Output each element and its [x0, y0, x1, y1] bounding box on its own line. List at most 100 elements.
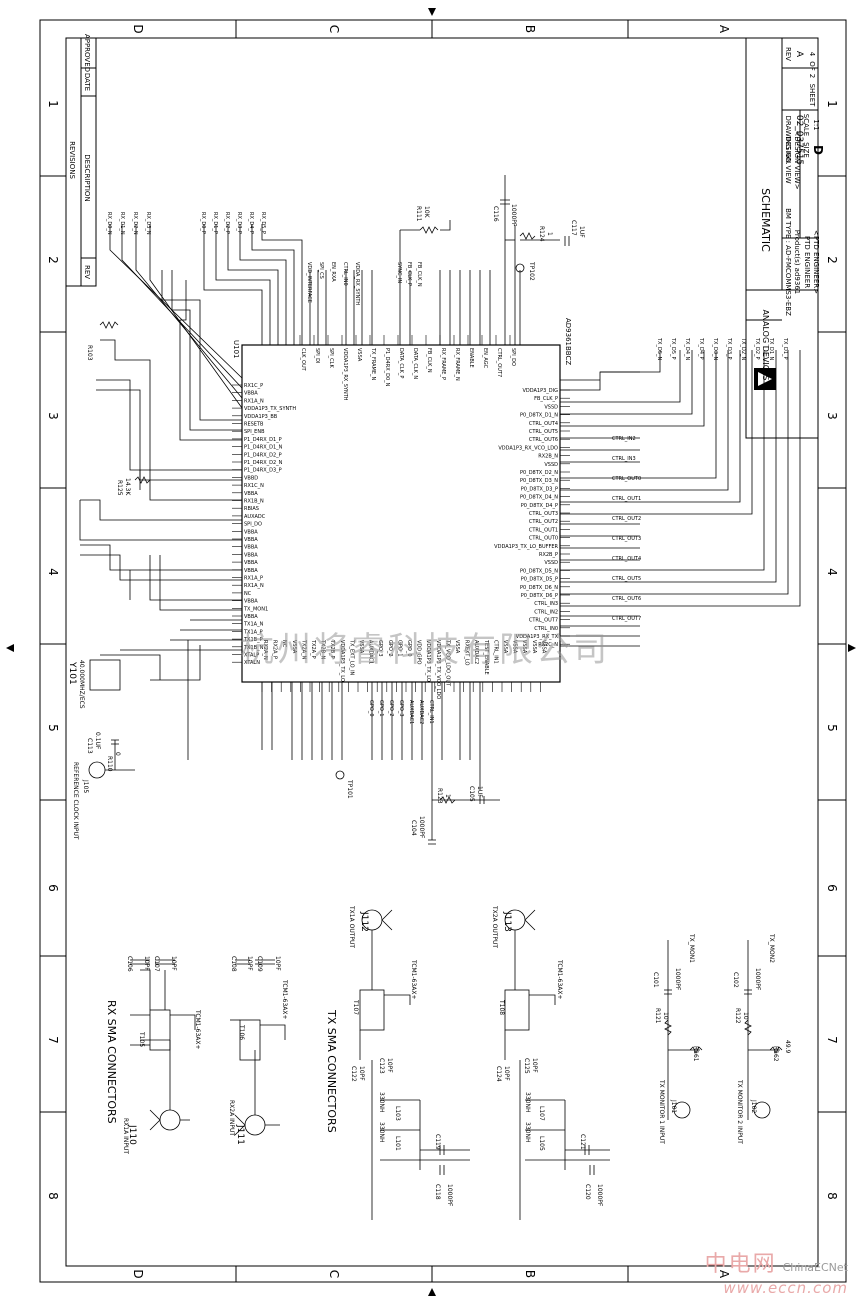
- j102-ref: J102: [750, 1099, 757, 1113]
- pin-label-top: ENABLE: [468, 348, 474, 368]
- r110-val: 0: [114, 752, 121, 756]
- net-label: TX_D1_P: [782, 337, 788, 360]
- net-label: GPO_1: [378, 700, 384, 717]
- zone-left-8: 8: [46, 1192, 60, 1200]
- c118-ref: C118: [434, 1184, 441, 1200]
- pin-label-left: VDDA1P3_BB: [244, 414, 278, 420]
- pin-label-top: SPI_CLK: [328, 348, 334, 368]
- net-label: TX_D4_P: [698, 337, 704, 360]
- pin-label-right: P0_D8TX_D6_N: [520, 585, 558, 591]
- net-label: RX_D2_P: [224, 212, 230, 234]
- j105-ref: J105: [82, 779, 89, 793]
- pin-label-top: SPI_DI: [314, 348, 320, 364]
- tb-size-val: D: [811, 145, 825, 155]
- pin-label-bottom: VSSA: [521, 640, 527, 654]
- description-col: DESCRIPTION: [83, 154, 91, 201]
- net-label: EN_RXA: [330, 262, 336, 282]
- ref-clock-label: REFERENCE CLOCK INPUT: [72, 762, 79, 840]
- zone-top-a: A: [717, 25, 731, 34]
- c123-ref: C123: [378, 1058, 385, 1074]
- pin-label-left: P1_D4RX_D2_N: [244, 460, 283, 466]
- net-label: CTRL_OUT3: [612, 536, 641, 542]
- zone-bot-b: B: [523, 1270, 537, 1278]
- pin-label-bottom: VSSA: [358, 640, 364, 654]
- rev-col: REV: [83, 265, 91, 279]
- rx-cap-val-1: 10PF: [143, 956, 150, 971]
- c101-ref: C101: [652, 972, 659, 988]
- site-logo-en: ChinaECNet: [782, 1261, 848, 1274]
- pin-label-bottom: TEST_ENABLE: [483, 639, 489, 675]
- pin-label-right: CTRL_OUT5: [529, 429, 558, 435]
- pin-label-left: NC: [244, 591, 252, 597]
- net-label: CTRL_OUT2: [612, 516, 641, 522]
- net-label: TX_D3_N: [712, 337, 718, 361]
- pin-label-right: CTRL_OUT7: [529, 618, 558, 624]
- zone-top-c: C: [327, 25, 341, 33]
- net-label: VDD_INTERFACE: [306, 262, 312, 303]
- pin-label-left: TX_MON1: [243, 606, 268, 612]
- tb-size-label: SIZE: [802, 142, 810, 158]
- pin-label-bottom: VSSA: [531, 640, 537, 654]
- net-label: CTRL_OUT7: [612, 616, 641, 622]
- r122-val: 10: [742, 1012, 749, 1020]
- r162-val: 49.9: [784, 1040, 791, 1054]
- c116-ref: C116: [492, 206, 499, 222]
- tp101-ref: TP101: [346, 779, 353, 799]
- l105-ref: L105: [538, 1136, 545, 1151]
- pin-label-left: TX1B_P: [243, 637, 263, 643]
- net-label: TX_D5_N: [656, 337, 662, 361]
- y101-val: 40.000MHZ/ECS: [78, 660, 85, 709]
- pin-label-left: P1_D4RX_D1_P: [244, 437, 282, 443]
- pin-label-top: RX_FRAME_P: [440, 348, 446, 380]
- rx-cap-val-4: 10PF: [274, 956, 281, 971]
- zone-right-6: 6: [825, 884, 839, 892]
- c116-val: 1000PF: [510, 204, 517, 227]
- pin-label-right: CTRL_IN2: [534, 609, 558, 615]
- j111-label: RX2A INPUT: [228, 1100, 235, 1136]
- pin-label-right: VDDA1P3_DIG: [522, 388, 558, 394]
- pin-label-left: VBBA: [244, 552, 258, 558]
- pin-label-left: VBBA: [244, 560, 258, 566]
- pin-label-right: P0_D8TX_D2_N: [520, 470, 558, 476]
- tb-design-view-val: <DESIGN VIEW>: [793, 130, 801, 189]
- pin-label-bottom: AUXDAC2: [473, 640, 479, 664]
- r121-val: 10: [662, 1012, 669, 1020]
- pin-label-top: TX_FRAME_N: [370, 347, 376, 381]
- pin-label-right: CTRL_OUT4: [529, 421, 558, 427]
- c109-ref: C109: [256, 956, 263, 972]
- r123-ref: R123: [436, 788, 443, 804]
- tb-bm-type: BM TYPE : AD-FMCOMMS3-EBZ: [784, 208, 792, 316]
- tb-rev-label: REV: [784, 47, 792, 61]
- ic-u101-body: [241, 344, 561, 683]
- pin-label-right: VSSD: [544, 404, 558, 410]
- c117-ref: C117: [570, 220, 577, 236]
- t107-balun: TCM1-63AX+: [410, 959, 417, 1000]
- tx-mon2-label: TX MONITOR 2 INPUT: [736, 1079, 743, 1144]
- pin-label-bottom: GPO_2: [387, 640, 393, 657]
- tb-title: SCHEMATIC: [759, 188, 772, 252]
- pin-label-bottom: TX_EXT_LO_IN: [348, 639, 354, 676]
- pin-label-left: RESETB: [244, 422, 264, 428]
- net-label: RX_D3_P: [236, 212, 242, 234]
- c117-val: 1UF: [578, 226, 585, 238]
- zone-right-7: 7: [825, 1036, 839, 1044]
- pin-label-bottom: RXEXT_LO: [464, 640, 470, 666]
- tb-of-val: 4: [808, 52, 816, 57]
- net-label: CTRL_IN1: [428, 700, 434, 724]
- net-label: CTRL_OUT0: [612, 476, 641, 482]
- j113-label: TX2A OUTPUT: [491, 905, 498, 948]
- pin-label-bottom: VSSA: [502, 640, 508, 654]
- pin-label-left: VBBA: [244, 529, 258, 535]
- pin-label-right: P0_D8TX_D5_P: [521, 577, 558, 583]
- t107-ref: T107: [352, 999, 359, 1015]
- title-block: SCHEMATIC ANALOG DEVICES BM TYPE : AD-FM…: [745, 37, 825, 439]
- pin-label-bottom: RX2A_P: [272, 640, 278, 659]
- pin-label-top: CLK_OUT: [300, 348, 306, 372]
- site-url: www.eccn.com: [723, 1279, 848, 1297]
- tb-sheet-label: SHEET: [808, 84, 816, 108]
- zone-right-8: 8: [825, 1192, 839, 1200]
- r121-ref: R121: [654, 1008, 661, 1024]
- tb-design-view: DESIGN VIEW: [784, 136, 792, 183]
- pin-label-right: VDDA1P3_TX_LO_BUFFER: [494, 544, 558, 550]
